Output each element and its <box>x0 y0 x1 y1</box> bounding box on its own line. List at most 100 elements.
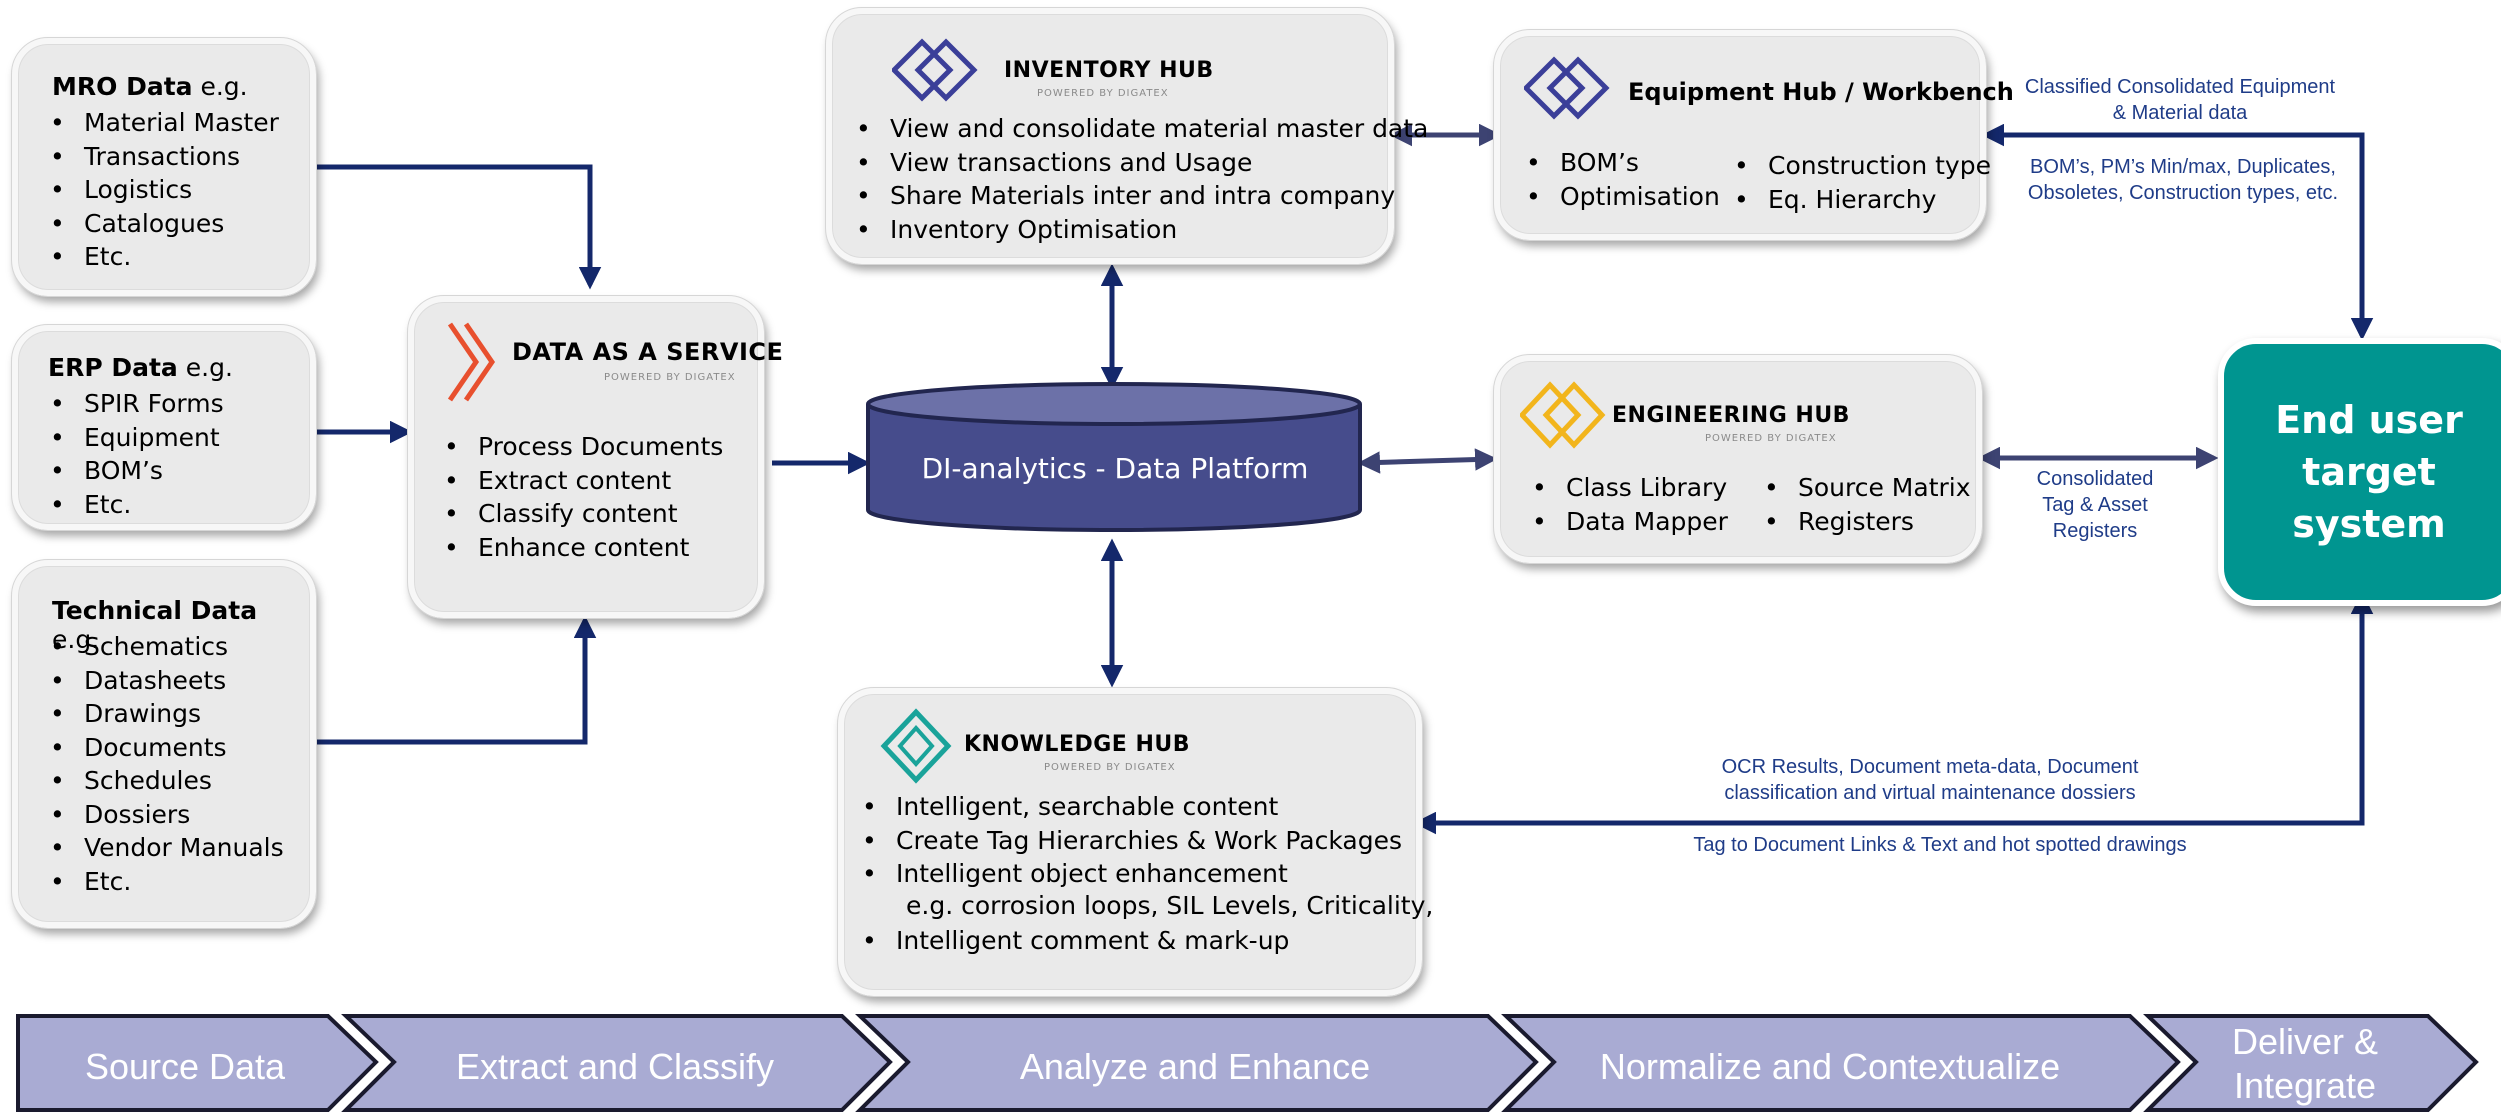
stage-chevron-normalize <box>1501 1014 2181 1112</box>
stage-chevron-deliver <box>2143 1014 2479 1112</box>
engineering-hub-logo-icon <box>1520 381 1606 449</box>
inventory-hub-title: INVENTORY HUB <box>1004 58 1214 83</box>
list-item: Registers <box>1762 505 1971 539</box>
end-user-label: End user target system <box>2275 394 2463 550</box>
list-item: Create Tag Hierarchies & Work Packages <box>860 824 1402 858</box>
stage-label-deliver: Deliver & Integrate <box>2200 1020 2410 1108</box>
platform-engineering-connector <box>1357 448 1498 474</box>
annotation-line: BOM’s, PM’s Min/max, Duplicates, <box>2029 156 2336 178</box>
technical-data-list: Schematics Datasheets Drawings Documents… <box>48 630 284 898</box>
stage-label-normalize: Normalize and Contextualize <box>1599 1046 2061 1087</box>
equipment-hub-title: Equipment Hub / Workbench <box>1628 78 2014 106</box>
erp-data-title-bold: ERP Data <box>48 353 178 382</box>
list-item: Etc. <box>48 865 284 899</box>
equipment-hub-box: Equipment Hub / Workbench BOM’s Optimisa… <box>1493 29 2014 241</box>
list-item: Source Matrix <box>1762 471 1971 505</box>
list-item: SPIR Forms <box>48 387 224 421</box>
list-item: Documents <box>48 731 284 765</box>
engineering-hub-title: ENGINEERING HUB <box>1612 403 1850 428</box>
annotation-line: & Material data <box>2112 102 2248 124</box>
data-platform-label: DI-analytics - Data Platform <box>921 452 1309 485</box>
data-platform-cylinder <box>866 382 1362 532</box>
daas-box: DATA AS A SERVICE POWERED BY DIGATEX Pro… <box>407 295 783 619</box>
inventory-hub-list: View and consolidate material master dat… <box>854 112 1428 246</box>
classified-annotation: Classified Consolidated Equipment & Mate… <box>2000 74 2360 126</box>
boms-annotation: BOM’s, PM’s Min/max, Duplicates, Obsolet… <box>2008 154 2358 206</box>
annotation-line: Obsoletes, Construction types, etc. <box>2027 182 2339 204</box>
mro-data-list: Material Master Transactions Logistics C… <box>48 106 279 274</box>
annotation-line: Tag & Asset <box>2042 494 2148 516</box>
list-item: Dossiers <box>48 798 284 832</box>
stage-label-source: Source Data <box>84 1046 286 1087</box>
inventory-hub-logo-icon <box>892 38 978 102</box>
daas-powered-by: POWERED BY DIGATEX <box>604 372 736 383</box>
daas-chevron-logo-icon <box>447 322 496 402</box>
technical-data-box: Technical Data e.g. Schematics Datasheet… <box>11 559 317 929</box>
stage-chevron-extract <box>341 1014 893 1112</box>
list-item: Class Library <box>1530 471 1728 505</box>
list-item: Extract content <box>442 464 723 498</box>
annotation-line: classification and virtual maintenance d… <box>1724 782 2136 804</box>
list-item: Optimisation <box>1524 180 1720 214</box>
technical-connector <box>316 615 597 745</box>
stage-chevron-source <box>16 1014 379 1112</box>
list-item: Datasheets <box>48 664 284 698</box>
erp-data-box: ERP Data e.g. SPIR Forms Equipment BOM’s… <box>11 324 317 531</box>
list-item: Intelligent, searchable content <box>860 790 1402 824</box>
stage-label-analyze: Analyze and Enhance <box>1019 1046 1371 1087</box>
list-item: View transactions and Usage <box>854 146 1428 180</box>
mro-connector <box>316 164 602 290</box>
source-to-daas-connectors <box>302 164 871 745</box>
list-item: BOM’s <box>1524 146 1720 180</box>
list-item: Logistics <box>48 173 279 207</box>
knowledge-hub-list: Intelligent, searchable content Create T… <box>860 790 1402 891</box>
list-item: Inventory Optimisation <box>854 213 1428 247</box>
ocr-annotation: OCR Results, Document meta-data, Documen… <box>1700 754 2160 806</box>
knowledge-hub-box: KNOWLEDGE HUB POWERED BY DIGATEX Intelli… <box>837 687 1433 997</box>
equipment-hub-col2: Construction type Eq. Hierarchy <box>1732 149 1991 216</box>
list-item: Data Mapper <box>1530 505 1728 539</box>
list-item: Intelligent object enhancement <box>860 857 1402 891</box>
list-item: View and consolidate material master dat… <box>854 112 1428 146</box>
inventory-hub-powered-by: POWERED BY DIGATEX <box>1037 88 1169 99</box>
equipment-hub-logo-icon <box>1524 56 1610 120</box>
list-item: Equipment <box>48 421 224 455</box>
annotation-line: Consolidated <box>2036 468 2154 490</box>
list-item: Schematics <box>48 630 284 664</box>
stage-label-deliver-line: Integrate <box>2233 1065 2377 1106</box>
list-item: Catalogues <box>48 207 279 241</box>
erp-data-list: SPIR Forms Equipment BOM’s Etc. <box>48 387 224 521</box>
list-item: Material Master <box>48 106 279 140</box>
stage-label-deliver-line: Deliver & <box>2231 1021 2379 1062</box>
erp-data-title: ERP Data e.g. <box>48 353 233 382</box>
end-user-line: End user <box>2275 398 2463 442</box>
end-user-line: target <box>2302 450 2436 494</box>
list-item: Enhance content <box>442 531 723 565</box>
engineering-hub-powered-by: POWERED BY DIGATEX <box>1705 433 1837 444</box>
mro-data-title: MRO Data e.g. <box>52 72 248 101</box>
mro-data-title-rest: e.g. <box>192 72 248 101</box>
list-item: Classify content <box>442 497 723 531</box>
stage-bar <box>16 1014 2479 1112</box>
consolidated-annotation: Consolidated Tag & Asset Registers <box>2010 466 2180 544</box>
equipment-enduser-connector <box>1981 123 2374 341</box>
erp-data-title-rest: e.g. <box>177 353 233 382</box>
knowledge-enduser-connector <box>1413 591 2374 835</box>
inventory-hub-box: INVENTORY HUB POWERED BY DIGATEX View an… <box>825 7 1428 265</box>
list-item: Drawings <box>48 697 284 731</box>
knowledge-hub-sub-line: e.g. corrosion loops, SIL Levels, Critic… <box>906 891 1434 920</box>
mro-data-box: MRO Data e.g. Material Master Transactio… <box>11 37 317 297</box>
stage-label-extract: Extract and Classify <box>455 1046 775 1087</box>
list-item: Transactions <box>48 140 279 174</box>
annotation-line: OCR Results, Document meta-data, Documen… <box>1721 756 2139 778</box>
tag-links-annotation: Tag to Document Links & Text and hot spo… <box>1693 834 2187 856</box>
enduser-connectors <box>1413 123 2374 835</box>
annotation-line: Classified Consolidated Equipment <box>2024 76 2336 98</box>
list-item: Intelligent comment & mark-up <box>860 924 1289 958</box>
knowledge-hub-last-list: Intelligent comment & mark-up <box>860 924 1289 958</box>
engineering-hub-box: ENGINEERING HUB POWERED BY DIGATEX Class… <box>1493 354 1983 564</box>
end-user-line: system <box>2292 502 2446 546</box>
technical-data-title-bold: Technical Data <box>52 596 258 625</box>
list-item: Schedules <box>48 764 284 798</box>
